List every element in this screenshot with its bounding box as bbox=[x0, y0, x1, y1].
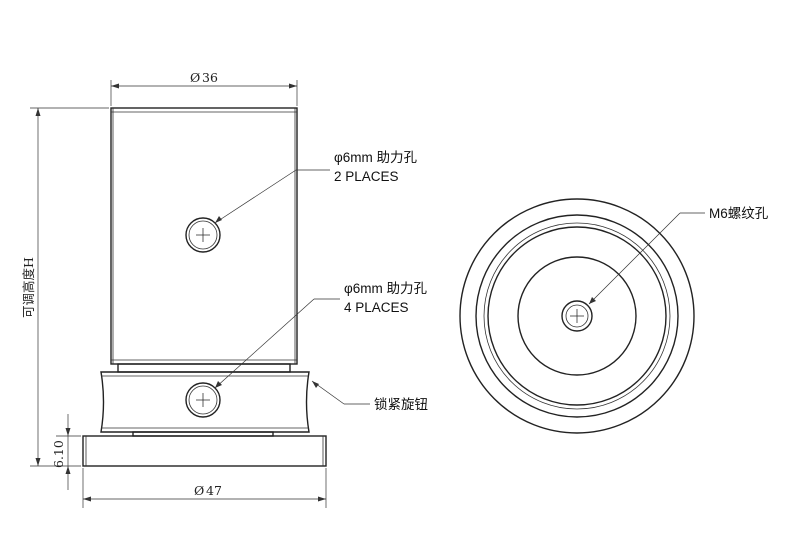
thread-hole bbox=[561, 300, 593, 332]
lower-hole-label: φ6mm 助力孔 bbox=[344, 281, 428, 296]
top-view: M6螺纹孔 bbox=[459, 198, 769, 434]
lower-hole-callout: φ6mm 助力孔 4 PLACES bbox=[214, 281, 428, 389]
lower-assist-hole bbox=[185, 382, 221, 418]
base-thickness-dimension: 6.10 bbox=[51, 414, 81, 490]
height-dimension: 可调高度H bbox=[21, 107, 109, 467]
thread-hole-label: M6螺纹孔 bbox=[709, 206, 769, 221]
lock-knob-label: 锁紧旋钮 bbox=[374, 397, 428, 412]
upper-hole-count: 2 PLACES bbox=[334, 169, 399, 184]
upper-cylinder bbox=[110, 107, 298, 365]
base-thickness-value: 6.10 bbox=[51, 440, 66, 468]
top-diameter-dimension: Ø 36 bbox=[110, 70, 298, 106]
lower-hole-count: 4 PLACES bbox=[344, 300, 409, 315]
upper-hole-label: φ6mm 助力孔 bbox=[334, 150, 418, 165]
height-label: 可调高度H bbox=[21, 257, 36, 318]
base-plate bbox=[82, 435, 327, 467]
thread-hole-callout: M6螺纹孔 bbox=[588, 206, 769, 305]
base-diameter-symbol: Ø bbox=[194, 483, 204, 498]
top-diameter-value: 36 bbox=[202, 70, 218, 85]
top-diameter-symbol: Ø bbox=[190, 70, 200, 85]
base-diameter-dimension: Ø 47 bbox=[82, 468, 327, 508]
lock-knob-front bbox=[100, 371, 310, 433]
upper-hole-callout: φ6mm 助力孔 2 PLACES bbox=[214, 150, 418, 224]
upper-assist-hole bbox=[185, 217, 221, 253]
front-view: Ø 36 Ø 47 可调高度H 6.10 bbox=[21, 70, 428, 508]
lock-knob-callout: 锁紧旋钮 bbox=[311, 380, 428, 412]
neck bbox=[117, 363, 291, 373]
base-diameter-value: 47 bbox=[206, 483, 222, 498]
